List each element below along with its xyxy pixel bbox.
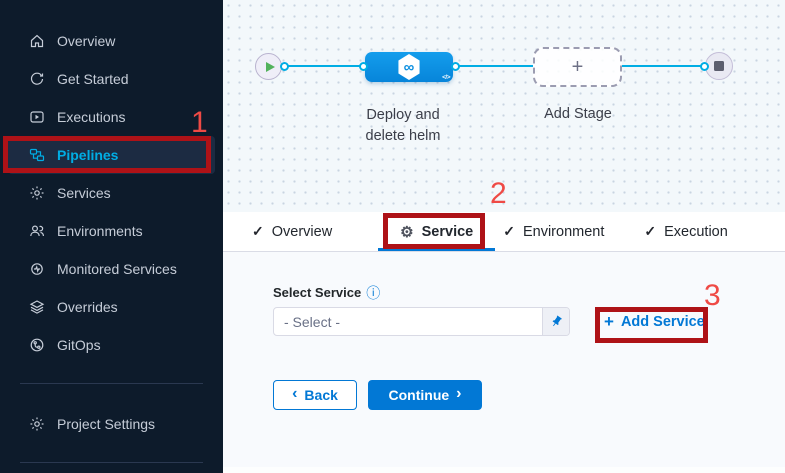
project-settings-gear-icon bbox=[28, 416, 45, 433]
add-stage-label: Add Stage bbox=[544, 106, 612, 122]
back-button[interactable]: ‹ Back bbox=[273, 380, 357, 410]
sidebar-item-pipelines[interactable]: Pipelines bbox=[8, 136, 215, 174]
service-select-value: - Select - bbox=[284, 313, 341, 330]
info-icon[interactable]: ⓘ bbox=[366, 284, 381, 301]
sidebar-item-label: Environments bbox=[57, 223, 143, 239]
code-template-icon: </> bbox=[442, 74, 450, 81]
continue-button[interactable]: Continue › bbox=[368, 380, 482, 410]
stage-config-tabbar: ✓ Overview ⚙ Service ✓ Environment ✓ Exe… bbox=[223, 212, 785, 252]
sidebar-item-get-started[interactable]: Get Started bbox=[8, 60, 215, 98]
sidebar-item-label: Executions bbox=[57, 109, 126, 125]
sidebar-item-label: Overrides bbox=[57, 299, 118, 315]
tab-execution[interactable]: ✓ Execution bbox=[644, 212, 727, 251]
add-service-button[interactable]: + Add Service bbox=[604, 313, 705, 330]
chevron-left-icon: ‹ bbox=[292, 385, 298, 402]
continue-button-label: Continue bbox=[388, 387, 450, 403]
pipeline-canvas: ∞ </> Deploy and delete helm + Add Stage bbox=[223, 0, 785, 212]
sidebar-item-label: Overview bbox=[57, 33, 116, 49]
pipelines-icon bbox=[28, 147, 45, 164]
chevron-right-icon: › bbox=[456, 385, 462, 402]
helm-hexagon-icon: ∞ bbox=[398, 54, 420, 80]
tab-label: Overview bbox=[271, 223, 333, 240]
tab-label: Service bbox=[421, 223, 474, 240]
pin-icon bbox=[552, 315, 562, 327]
sidebar-item-label: Pipelines bbox=[57, 147, 119, 163]
tab-service[interactable]: ⚙ Service bbox=[378, 212, 496, 251]
plus-icon: + bbox=[571, 55, 584, 78]
tab-overview[interactable]: ✓ Overview bbox=[252, 212, 332, 251]
overrides-layers-icon bbox=[28, 299, 45, 316]
sidebar: Overview Get Started Executions Pipeline… bbox=[0, 0, 223, 473]
stage-name-label: Deploy and delete helm bbox=[343, 105, 463, 147]
pipeline-edge bbox=[455, 65, 533, 67]
services-gear-icon bbox=[28, 185, 45, 202]
edge-connector-dot bbox=[359, 62, 368, 71]
add-service-label: Add Service bbox=[620, 313, 705, 330]
sidebar-item-overview[interactable]: Overview bbox=[8, 22, 215, 60]
sidebar-item-label: Monitored Services bbox=[57, 261, 177, 277]
pin-toggle[interactable] bbox=[542, 308, 569, 335]
executions-icon bbox=[28, 109, 45, 126]
environments-people-icon bbox=[28, 223, 45, 240]
monitored-services-icon bbox=[28, 261, 45, 278]
bottom-strip bbox=[223, 467, 785, 473]
sidebar-nav: Overview Get Started Executions Pipeline… bbox=[0, 0, 223, 364]
sidebar-item-environments[interactable]: Environments bbox=[8, 212, 215, 250]
sidebar-item-services[interactable]: Services bbox=[8, 174, 215, 212]
pipeline-end-node[interactable] bbox=[705, 52, 733, 80]
service-tab-panel: Select Service ⓘ - Select - + Add Servic… bbox=[223, 252, 785, 473]
helm-infinity-glyph: ∞ bbox=[403, 58, 415, 76]
sidebar-item-overrides[interactable]: Overrides bbox=[8, 288, 215, 326]
sidebar-item-label: GitOps bbox=[57, 337, 101, 353]
wizard-button-row: ‹ Back Continue › bbox=[273, 380, 482, 410]
sidebar-item-label: Get Started bbox=[57, 71, 129, 87]
gear-icon: ⚙ bbox=[400, 223, 414, 241]
pipeline-edge bbox=[285, 65, 363, 67]
check-icon: ✓ bbox=[644, 223, 657, 239]
stage-node-deploy-helm[interactable]: ∞ </> bbox=[365, 52, 453, 82]
sidebar-item-label: Project Settings bbox=[57, 416, 156, 432]
back-button-label: Back bbox=[304, 387, 338, 403]
sidebar-divider bbox=[20, 383, 203, 384]
pipeline-edge bbox=[622, 65, 704, 67]
edge-connector-dot bbox=[700, 62, 709, 71]
play-icon bbox=[265, 61, 275, 72]
sidebar-item-executions[interactable]: Executions bbox=[8, 98, 215, 136]
sidebar-item-label: Services bbox=[57, 185, 111, 201]
service-select-dropdown[interactable]: - Select - bbox=[273, 307, 570, 336]
stage-name-line2: delete helm bbox=[365, 128, 441, 144]
check-icon: ✓ bbox=[252, 223, 264, 239]
sidebar-item-monitored-services[interactable]: Monitored Services bbox=[8, 250, 215, 288]
tab-label: Execution bbox=[664, 223, 728, 240]
select-service-label-text: Select Service bbox=[273, 285, 362, 300]
edge-connector-dot bbox=[280, 62, 289, 71]
stage-name-line1: Deploy and bbox=[366, 107, 440, 123]
gitops-icon bbox=[28, 337, 45, 354]
get-started-icon bbox=[28, 71, 45, 88]
add-stage-button[interactable]: + bbox=[533, 47, 622, 87]
check-icon: ✓ bbox=[503, 223, 515, 239]
tab-environment[interactable]: ✓ Environment bbox=[503, 212, 604, 251]
home-icon bbox=[28, 33, 45, 50]
plus-icon: + bbox=[604, 312, 614, 331]
edge-connector-dot bbox=[451, 62, 460, 71]
sidebar-item-project-settings[interactable]: Project Settings bbox=[8, 405, 215, 443]
pipeline-start-node[interactable] bbox=[255, 53, 282, 80]
sidebar-item-gitops[interactable]: GitOps bbox=[8, 326, 215, 364]
tab-label: Environment bbox=[522, 223, 605, 240]
select-service-label: Select Service ⓘ bbox=[273, 285, 380, 300]
sidebar-divider bbox=[20, 462, 203, 463]
stop-icon bbox=[714, 61, 724, 71]
